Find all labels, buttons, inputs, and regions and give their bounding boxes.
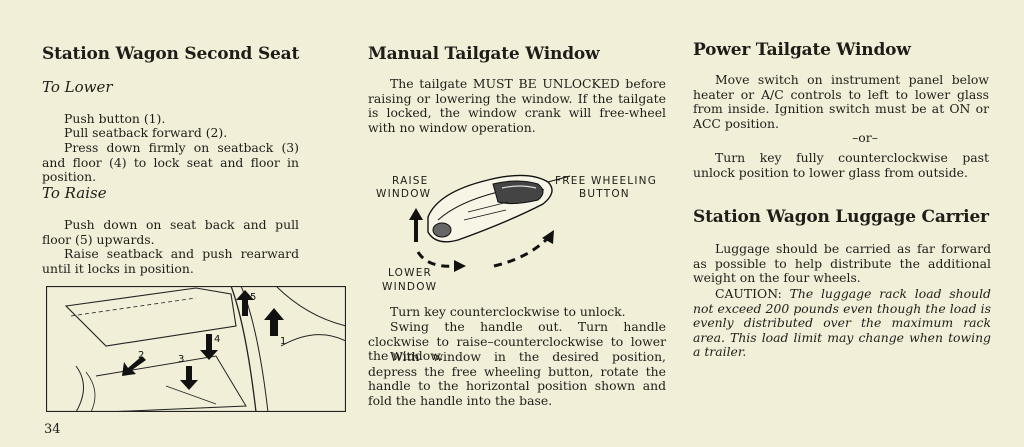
manual-step-3: With window in the desired position, dep… [368, 349, 666, 408]
callout-4: 4 [214, 334, 220, 345]
lower-step-3: Press down firmly on seatback (3) and fl… [42, 140, 299, 185]
heading-power-tailgate: Power Tailgate Window [693, 40, 911, 60]
caution-text: The luggage rack load should not exceed … [693, 286, 991, 360]
page-number: 34 [44, 422, 61, 437]
lower-step-1: Push button (1). [64, 111, 166, 126]
label-lower: LOWER [388, 267, 433, 279]
callout-2: 2 [138, 350, 144, 361]
manual-step-2: Swing the handle out. Turn handle clockw… [368, 319, 666, 364]
caution-label: CAUTION: [715, 286, 782, 301]
heading-luggage-carrier: Station Wagon Luggage Carrier [693, 207, 989, 227]
label-raise-window: WINDOW [376, 188, 432, 200]
callout-5: 5 [250, 292, 256, 303]
manual-tailgate-intro: The tailgate MUST BE UNLOCKED before rai… [368, 76, 666, 135]
raise-step-2: Raise seatback and push rearward until i… [42, 246, 299, 276]
subheading-to-lower: To Lower [42, 78, 113, 96]
callout-3: 3 [178, 354, 184, 365]
subheading-to-raise: To Raise [42, 184, 107, 202]
tailgate-crank-illustration [409, 174, 571, 272]
power-tailgate-p1: Move switch on instrument panel below he… [693, 72, 989, 131]
manual-step-1: Turn key counterclockwise to unlock. [390, 304, 626, 319]
power-tailgate-or: –or– [852, 130, 878, 145]
label-raise: RAISE [392, 175, 429, 187]
callout-1: 1 [280, 336, 286, 347]
label-button: BUTTON [579, 188, 630, 200]
label-lower-window: WINDOW [382, 281, 438, 293]
label-free-wheeling: FREE WHEELING [555, 175, 658, 187]
second-seat-illustration: 1 2 3 4 5 [46, 286, 346, 412]
raise-step-1: Push down on seat back and pull floor (5… [42, 217, 299, 247]
luggage-caution: CAUTION: The luggage rack load should no… [693, 286, 991, 360]
power-tailgate-p2: Turn key fully counterclockwise past unl… [693, 150, 989, 180]
lower-step-2: Pull seatback forward (2). [64, 125, 228, 140]
heading-second-seat: Station Wagon Second Seat [42, 44, 300, 64]
heading-manual-tailgate: Manual Tailgate Window [368, 44, 600, 64]
luggage-p1: Luggage should be carried as far forward… [693, 241, 991, 286]
